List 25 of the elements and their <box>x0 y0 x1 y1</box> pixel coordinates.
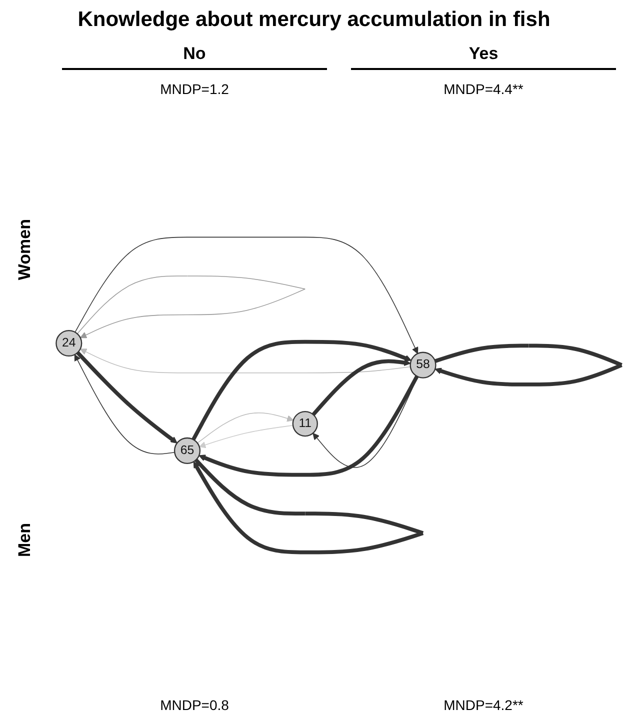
node-circle: 24 <box>56 330 82 356</box>
arrow <box>74 236 418 354</box>
group-statistic: MNDP=0.8 <box>160 697 229 713</box>
node-circle: 65 <box>174 437 201 464</box>
diagram-title: Knowledge about mercury accumulation in fish <box>78 8 550 32</box>
arrow <box>199 424 294 448</box>
node-circle: 58 <box>410 352 436 378</box>
row-header: Men <box>15 522 35 557</box>
arrow <box>434 344 622 386</box>
arrow <box>197 412 294 444</box>
group-statistic: MNDP=4.2** <box>444 697 524 713</box>
group-statistic: MNDP=1.2 <box>160 81 229 97</box>
arrow <box>312 359 411 416</box>
group-statistic: MNDP=4.4** <box>444 81 524 97</box>
row-header: Women <box>15 218 35 280</box>
arrow <box>80 348 411 373</box>
arrow <box>192 340 412 440</box>
arrow <box>76 275 306 338</box>
arrow <box>76 350 178 444</box>
arrow <box>74 354 176 454</box>
arrow <box>193 458 424 554</box>
node-circle: 11 <box>292 410 318 436</box>
column-header: No <box>62 44 327 70</box>
column-header: Yes <box>351 44 616 70</box>
arrow <box>198 375 419 476</box>
